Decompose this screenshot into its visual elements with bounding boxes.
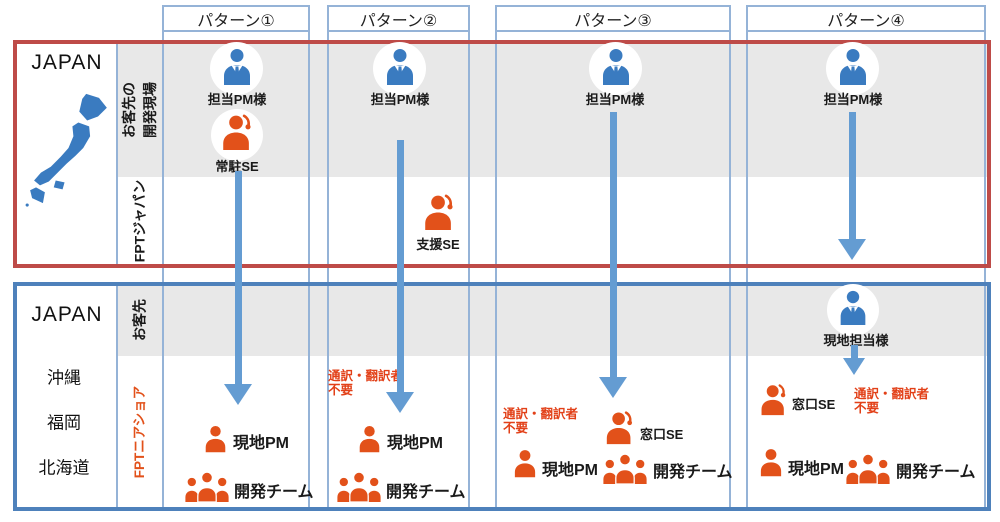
- pattern4-arrow-head: [838, 239, 866, 260]
- pattern4-note-interpreter-unneeded: 通訳・翻訳者 不要: [854, 387, 929, 415]
- pattern4-arrow2-head: [843, 358, 865, 375]
- pattern4-column: [746, 5, 986, 509]
- pattern1-resident-se-label: 常駐SE: [215, 159, 259, 174]
- city-fukuoka: 福岡: [47, 413, 81, 433]
- note-line-1: 通訳・翻訳者: [328, 369, 404, 383]
- pattern4-arrow2-shaft: [850, 345, 858, 359]
- headset-person-icon: [221, 114, 252, 152]
- pattern2-pm-label: 担当PM様: [370, 92, 430, 107]
- top-region-title: JAPAN: [31, 51, 103, 74]
- business-person-icon: [224, 49, 250, 85]
- label-customer-dev-site-line2: 開発現場: [142, 82, 158, 138]
- label-fpt-japan: FPTジャパン: [131, 179, 148, 263]
- pattern1-local-pm-label: 現地PM: [233, 435, 290, 452]
- pattern4-contact-se-label: 窓口SE: [792, 397, 836, 412]
- pattern3-header: パターン③: [495, 5, 731, 32]
- pattern3-contact-se-label: 窓口SE: [640, 427, 684, 442]
- person-icon: [359, 426, 380, 453]
- pattern3-column: [495, 5, 731, 509]
- label-customer-dev-site: お客先の 開発現場: [119, 82, 161, 138]
- team-icon: [602, 453, 648, 485]
- pattern4-local-pm-label: 現地PM: [788, 461, 845, 478]
- pattern1-pm-label: 担当PM様: [207, 92, 267, 107]
- label-fpt-nearshore: FPTニアショア: [131, 385, 147, 479]
- label-customer-dev-site-line1: お客先の: [121, 82, 137, 138]
- note-line-1: 通訳・翻訳者: [854, 387, 930, 401]
- pattern4-pm-label: 担当PM様: [823, 92, 883, 107]
- pattern1-dev-team-label: 開発チーム: [234, 484, 314, 501]
- pattern2-arrow-shaft: [396, 140, 404, 393]
- pattern4-local-contact-label: 現地担当様: [823, 333, 889, 348]
- team-icon: [336, 471, 382, 503]
- pattern3-local-pm-label: 現地PM: [542, 462, 599, 479]
- pattern2-dev-team-label: 開発チーム: [386, 484, 466, 501]
- headset-person-icon: [423, 194, 454, 232]
- bottom-region-title: JAPAN: [31, 303, 103, 326]
- business-person-icon: [387, 49, 413, 85]
- headset-person-icon: [760, 384, 787, 417]
- pattern1-arrow-head: [224, 384, 252, 405]
- pattern3-arrow-shaft: [609, 112, 617, 378]
- bottom-label-divider: [116, 285, 118, 508]
- pattern1-header: パターン①: [162, 5, 310, 32]
- note-line-2: 不要: [854, 401, 880, 415]
- person-icon: [514, 450, 536, 478]
- pattern4-header: パターン④: [746, 5, 986, 32]
- headset-person-icon: [605, 411, 634, 446]
- business-person-icon: [603, 49, 629, 85]
- city-hokkaido: 北海道: [38, 458, 90, 478]
- person-icon: [205, 426, 226, 453]
- pattern1-arrow-shaft: [234, 171, 242, 385]
- japan-onsite-frame: [13, 40, 991, 268]
- note-line-1: 通訳・翻訳者: [503, 407, 579, 421]
- city-okinawa: 沖縄: [47, 368, 81, 388]
- pattern2-arrow-head: [386, 392, 414, 413]
- pattern2-header: パターン②: [327, 5, 470, 32]
- note-line-2: 不要: [328, 383, 354, 397]
- pattern3-arrow-head: [599, 377, 627, 398]
- pattern2-support-se-label: 支援SE: [416, 237, 460, 252]
- label-customer: お客先: [131, 299, 148, 341]
- japan-map-icon: [25, 93, 107, 207]
- business-person-icon: [840, 49, 866, 85]
- note-line-2: 不要: [503, 421, 529, 435]
- japan-nearshore-frame: [13, 282, 991, 511]
- pattern4-dev-team-label: 開発チーム: [896, 464, 976, 481]
- pattern2-column: [327, 5, 470, 509]
- pattern3-pm-label: 担当PM様: [585, 92, 645, 107]
- top-label-divider: [116, 43, 118, 264]
- pattern3-dev-team-label: 開発チーム: [653, 464, 733, 481]
- business-person-icon: [840, 290, 866, 326]
- team-icon: [845, 453, 891, 485]
- team-icon: [184, 471, 230, 503]
- pattern3-note-interpreter-unneeded: 通訳・翻訳者 不要: [503, 407, 578, 435]
- pattern2-local-pm-label: 現地PM: [387, 435, 444, 452]
- person-icon: [760, 449, 782, 477]
- pattern4-arrow-shaft: [848, 112, 856, 240]
- pattern2-note-interpreter-unneeded: 通訳・翻訳者 不要: [328, 369, 403, 397]
- pattern1-column: [162, 5, 310, 509]
